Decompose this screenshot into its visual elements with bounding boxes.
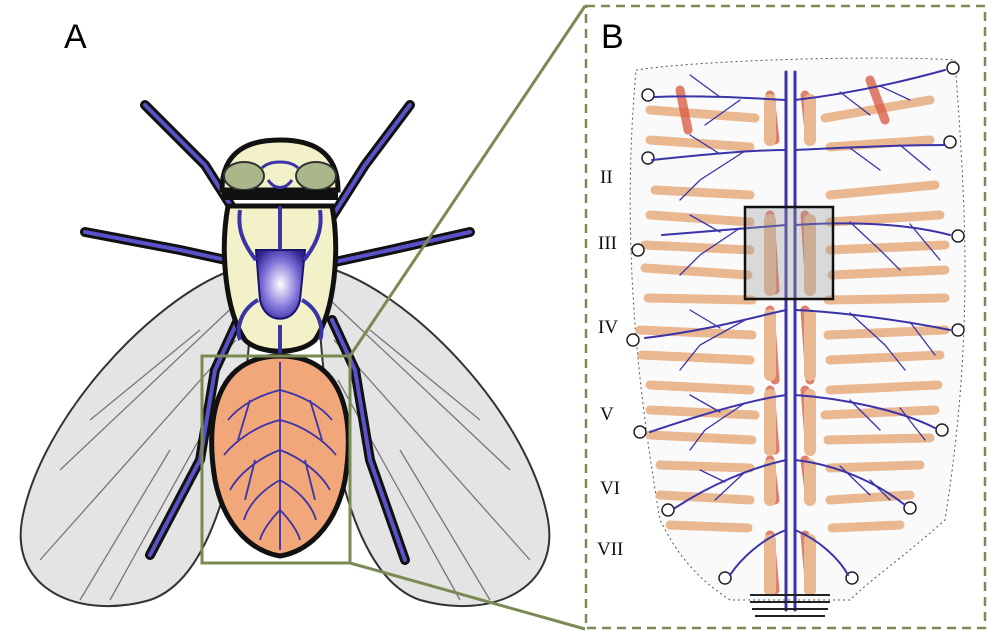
- spiracle-icon: [634, 426, 646, 438]
- panel-label-a: A: [64, 18, 87, 57]
- spiracle-icon: [947, 62, 959, 74]
- segment-labels: II III IV V VI VII: [597, 167, 623, 560]
- spiracle-icon: [936, 424, 948, 436]
- segment-label-vi: VI: [600, 478, 620, 499]
- right-wing: [320, 270, 549, 606]
- spiracle-icon: [944, 136, 956, 148]
- spiracle-icon: [952, 230, 964, 242]
- fly-head: [222, 140, 338, 200]
- fly-thorax: [224, 206, 335, 360]
- spiracle-icon: [719, 572, 731, 584]
- spiracle-icon: [662, 504, 674, 516]
- segment-label-iv: IV: [598, 317, 618, 338]
- segment-label-v: V: [600, 404, 614, 425]
- spiracle-icon: [952, 324, 964, 336]
- segment-label-ii: II: [600, 167, 613, 188]
- fly-illustration: [21, 6, 585, 629]
- fly-abdomen: [212, 356, 349, 556]
- highlight-box: [745, 207, 833, 299]
- spiracle-icon: [642, 89, 654, 101]
- spiracle-icon: [904, 502, 916, 514]
- spiracle-icon: [642, 152, 654, 164]
- segment-label-vii: VII: [597, 539, 623, 560]
- segment-label-iii: III: [598, 233, 617, 254]
- zoom-connector-top: [350, 6, 585, 356]
- spiracle-icon: [632, 244, 644, 256]
- dissection-illustration: [627, 58, 965, 616]
- spiracle-icon: [627, 334, 639, 346]
- panel-label-b: B: [601, 18, 624, 57]
